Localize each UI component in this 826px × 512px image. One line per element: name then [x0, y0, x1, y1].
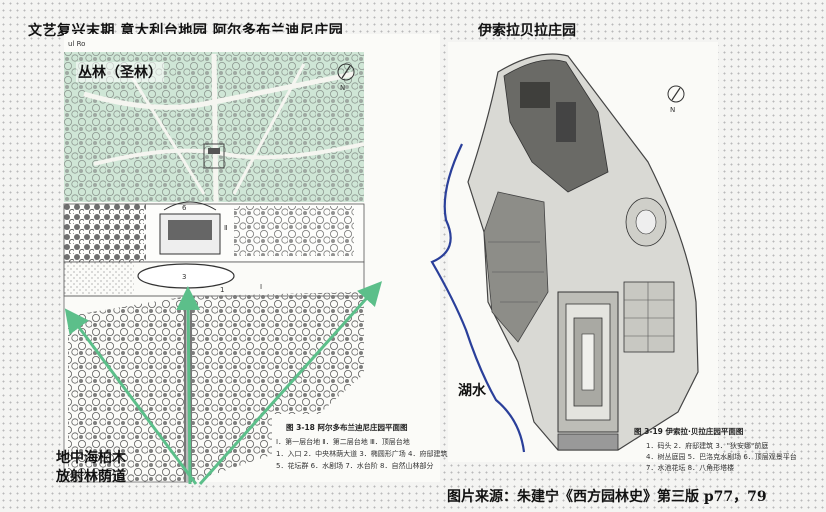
right-legend-line-1: 1．码头 2．府邸建筑 3．"狄安娜"前庭 [646, 441, 768, 450]
marker-3: 3 [182, 273, 186, 281]
image-source-note: 图片来源：朱建宁《西方园林史》第三版 p77，79 [447, 489, 767, 505]
north-label: N [340, 84, 345, 92]
marker-1: 1 [220, 286, 224, 294]
slide-title-right: 伊索拉贝拉庄园 [478, 23, 576, 39]
cypress-avenue-label: 地中海柏木 放射林荫道 [56, 449, 156, 487]
north-label-right: N [670, 106, 675, 114]
right-legend-line-3: 7．水池花坛 8．八角形塔楼 [646, 463, 734, 472]
left-legend-line-1: Ⅰ．第一层台地 Ⅱ．第二层台地 Ⅲ．顶层台地 [276, 437, 410, 446]
right-legend-line-2: 4．树丛庭园 5．巴洛克水剧场 6．顶层观景平台 [646, 452, 797, 461]
cypress-label-line-1: 地中海柏木 [56, 450, 126, 466]
forest-label: 丛林（圣林） [76, 62, 164, 82]
top-scrawl: ul Ro [68, 40, 85, 48]
aldobrandini-plan: N ul Ro 6 Ⅱ 3 1 Ⅰ 图 3-18 阿尔多布兰迪尼庄园平面图 Ⅰ．… [63, 34, 448, 483]
right-figure-title: 图 3-19 伊索拉·贝拉庄园平面图 [634, 426, 744, 436]
marker-II: Ⅱ [224, 224, 227, 232]
left-figure-title: 图 3-18 阿尔多布兰迪尼庄园平面图 [286, 422, 408, 432]
aldobrandini-plan-drawing: N ul Ro 6 Ⅱ 3 1 Ⅰ 图 3-18 阿尔多布兰迪尼庄园平面图 Ⅰ．… [63, 40, 448, 483]
left-legend-line-2: 1．入口 2．中央林荫大道 3．椭圆形广场 4．府邸建筑 [276, 449, 448, 458]
isola-bella-plan: N 图 3-19 伊索拉·贝拉庄园平面图 [448, 42, 744, 462]
marker-6: 6 [182, 204, 187, 212]
north-arrow-icon [337, 63, 355, 81]
marker-I: Ⅰ [260, 283, 262, 291]
right-legend: 1．码头 2．府邸建筑 3．"狄安娜"前庭 4．树丛庭园 5．巴洛克水剧场 6．… [646, 441, 797, 472]
lake-label: 湖水 [458, 383, 486, 399]
isola-bella-plan-drawing: N 图 3-19 伊索拉·贝拉庄园平面图 [467, 53, 744, 451]
north-arrow-icon-right [667, 85, 685, 103]
left-legend-line-3: 5．花坛群 6．水剧场 7．水台阶 8．自然山林部分 [276, 461, 434, 470]
cypress-label-line-2: 放射林荫道 [56, 469, 126, 485]
